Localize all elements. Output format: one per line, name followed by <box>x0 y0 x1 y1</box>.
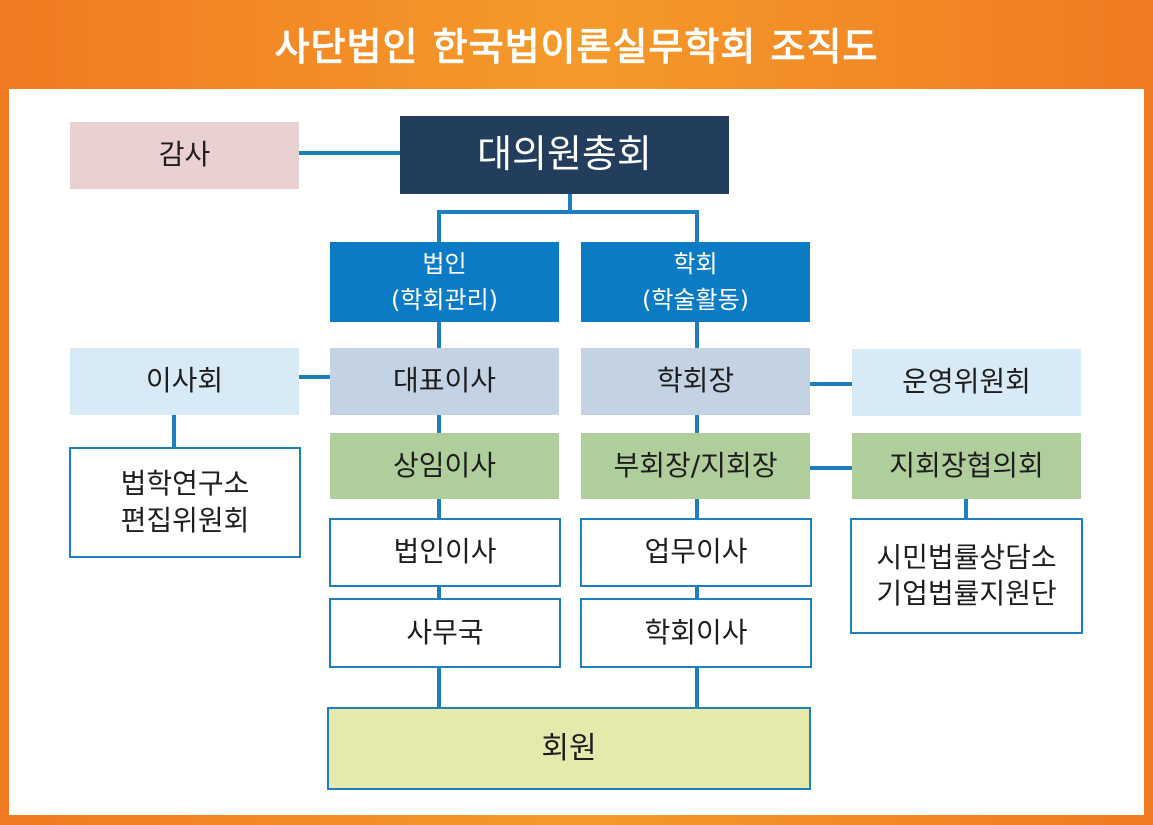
research-institute-label: 법학연구소 <box>120 467 250 501</box>
connector-left-column <box>437 321 441 709</box>
operating-committee-box: 운영위원회 <box>852 349 1081 416</box>
connector-vice-branch <box>810 466 852 470</box>
board-label: 이사회 <box>145 364 224 398</box>
org-chart-canvas: 감사 대의원총회 법인 (학회관리) 학회 (학술활동) 이사회 대표이사 학회… <box>9 89 1144 815</box>
research-institute-box: 법학연구소 편집위원회 <box>69 447 301 558</box>
business-director-label: 업무이사 <box>644 535 748 569</box>
representative-director-box: 대표이사 <box>330 348 559 415</box>
connector-board-representative <box>298 375 330 379</box>
connector-right-column <box>695 321 699 709</box>
connector-audit-assembly <box>298 151 400 155</box>
society-label: 학회 <box>673 250 718 278</box>
vice-president-label: 부회장/지회장 <box>613 448 778 482</box>
corporation-label: 법인 <box>422 250 467 278</box>
secretariat-box: 사무국 <box>329 598 561 668</box>
board-box: 이사회 <box>70 348 299 415</box>
legal-centers-box: 시민법률상담소 기업법률지원단 <box>850 518 1083 634</box>
audit-label: 감사 <box>158 138 211 172</box>
standing-director-label: 상임이사 <box>392 448 497 482</box>
chart-title: 사단법인 한국법이론실무학회 조직도 <box>274 24 879 69</box>
members-label: 회원 <box>541 731 597 766</box>
editorial-committee-label: 편집위원회 <box>120 503 250 537</box>
representative-director-label: 대표이사 <box>392 364 497 398</box>
connector-branch-horizontal <box>437 210 699 214</box>
branch-council-label: 지회장협의회 <box>889 448 1044 482</box>
operating-committee-label: 운영위원회 <box>902 365 1031 399</box>
general-assembly-box: 대의원총회 <box>400 116 729 194</box>
society-president-label: 학회장 <box>656 364 735 398</box>
members-box: 회원 <box>327 707 811 790</box>
branch-council-box: 지회장협의회 <box>852 433 1081 499</box>
standing-director-box: 상임이사 <box>330 433 559 499</box>
society-director-box: 학회이사 <box>580 598 812 668</box>
connector-to-corporation <box>437 210 441 244</box>
corporate-legal-support-label: 기업법률지원단 <box>876 577 1057 610</box>
corporate-director-box: 법인이사 <box>329 518 561 587</box>
corporate-director-label: 법인이사 <box>393 535 497 569</box>
vice-president-box: 부회장/지회장 <box>581 433 810 499</box>
connector-assembly-down <box>568 194 572 213</box>
citizen-legal-counsel-label: 시민법률상담소 <box>876 540 1057 574</box>
society-director-label: 학회이사 <box>644 615 748 649</box>
audit-box: 감사 <box>70 122 299 189</box>
corporation-sublabel: (학회관리) <box>390 286 499 314</box>
business-director-box: 업무이사 <box>580 518 812 587</box>
connector-board-institute <box>172 414 176 448</box>
secretariat-label: 사무국 <box>406 615 484 649</box>
society-sublabel: (학술활동) <box>641 286 750 314</box>
society-president-box: 학회장 <box>581 348 810 415</box>
general-assembly-label: 대의원총회 <box>477 132 652 177</box>
corporation-box: 법인 (학회관리) <box>330 242 559 322</box>
connector-to-society <box>695 210 699 244</box>
society-box: 학회 (학술활동) <box>581 242 810 322</box>
connector-president-committee <box>810 382 852 386</box>
connector-branch-legal <box>964 499 968 520</box>
